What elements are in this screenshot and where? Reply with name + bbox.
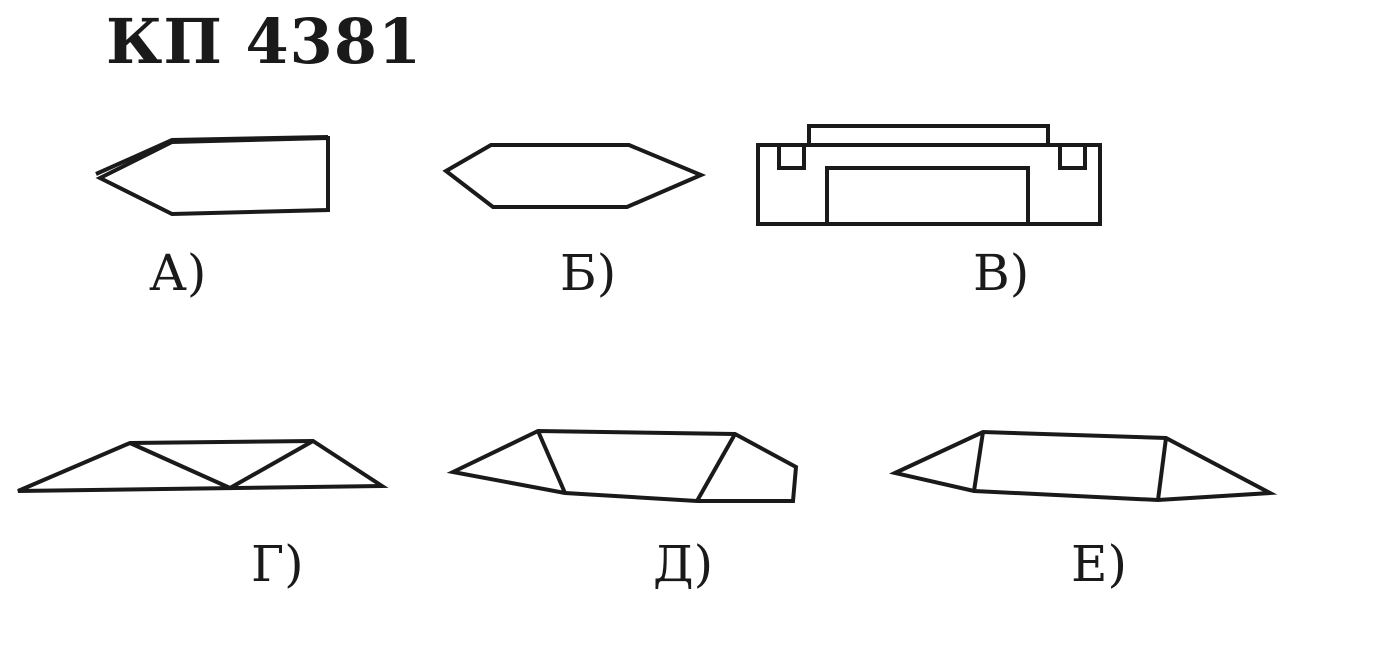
- figure-e: [888, 429, 1278, 503]
- figure-a: [95, 135, 330, 217]
- figure-g: [17, 438, 389, 493]
- page-title: КП 4381: [106, 5, 423, 78]
- option-label-a: А): [149, 244, 207, 302]
- option-label-d: Д): [653, 535, 714, 593]
- figure-d: [446, 428, 799, 503]
- figure-b: [442, 143, 707, 209]
- option-label-v: В): [973, 244, 1030, 302]
- option-label-g: Г): [251, 535, 304, 593]
- figure-v: [756, 124, 1102, 226]
- option-label-e: Е): [1071, 535, 1128, 593]
- option-label-b: Б): [560, 244, 617, 302]
